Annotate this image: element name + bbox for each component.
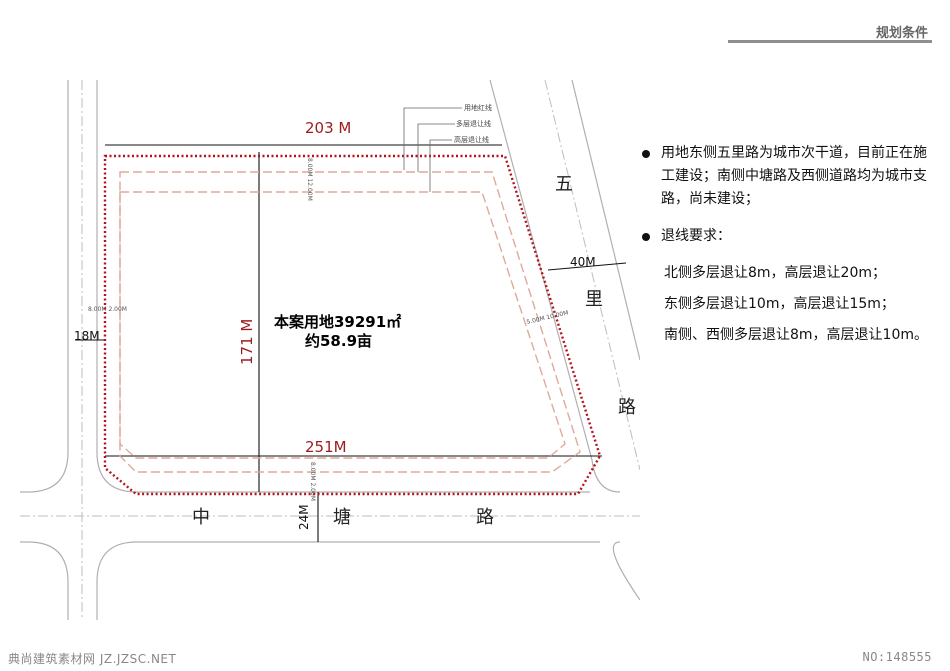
dim-south: 251M: [305, 438, 347, 456]
legend-red-line: 用地红线: [464, 103, 492, 112]
dim-height: 171 M: [238, 319, 256, 365]
road-east-width: 40M: [570, 255, 596, 269]
bullet-icon: [642, 150, 650, 158]
east-road-char-1: 五: [555, 174, 573, 195]
site-area: 本案用地39291㎡: [274, 313, 401, 331]
setback-south-west: 南侧、西侧多层退让8m，高层退让10m。: [664, 327, 928, 343]
legend-multi-setback: 多层退让线: [456, 119, 491, 128]
note-setback-requirements: 退线要求：: [640, 225, 940, 248]
east-road-char-3: 路: [618, 397, 636, 418]
header-rule: [728, 40, 932, 43]
planning-notes: 用地东侧五里路为城市次干道，目前正在施工建设；南侧中塘路及西侧道路均为城市支路，…: [640, 142, 940, 347]
south-road-char-3: 路: [476, 507, 494, 528]
setback-west-label: 8.00M 2.00M: [88, 306, 127, 313]
road-south-width: 24M: [297, 504, 311, 530]
bullet-icon: [642, 233, 650, 241]
site-mu: 约58.9亩: [305, 332, 372, 350]
note-text: 退线要求：: [661, 228, 731, 244]
legend-high-setback: 高层退让线: [454, 135, 489, 144]
note-text: 用地东侧五里路为城市次干道，目前正在施工建设；南侧中塘路及西侧道路均为城市支路，…: [661, 145, 927, 207]
road-edges: [20, 79, 640, 620]
note-road-status: 用地东侧五里路为城市次干道，目前正在施工建设；南侧中塘路及西侧道路均为城市支路，…: [640, 142, 940, 211]
multi-setback-line: [119, 171, 581, 473]
high-setback-line: [119, 191, 566, 459]
south-road-char-2: 塘: [333, 507, 351, 528]
east-road-char-2: 里: [585, 289, 603, 310]
setback-east-label: 5.00M 10.00M: [526, 310, 569, 326]
setback-east: 东侧多层退让10m，高层退让15m；: [664, 296, 895, 312]
watermark-left: 典尚建筑素材网 JZ.JZSC.NET: [8, 652, 177, 666]
road-centerlines: [20, 79, 640, 620]
legend-leaders: [403, 107, 462, 192]
dim-north: 203 M: [305, 119, 351, 137]
dimension-lines: [75, 144, 627, 542]
watermark-right: NO:148555: [862, 650, 932, 664]
site-plan: 用地红线 多层退让线 高层退让线 203 M 251M 171 M 18M 40…: [20, 79, 640, 620]
south-road-char-1: 中: [192, 507, 210, 528]
page-title: 规划条件: [875, 26, 928, 41]
setback-north: 北侧多层退让8m，高层退让20m；: [664, 265, 886, 281]
setback-north-label: 8.00M 12.00M: [306, 158, 313, 201]
road-west-width: 18M: [74, 329, 100, 343]
setback-south-label: 8.00M 2.00M: [309, 462, 316, 501]
